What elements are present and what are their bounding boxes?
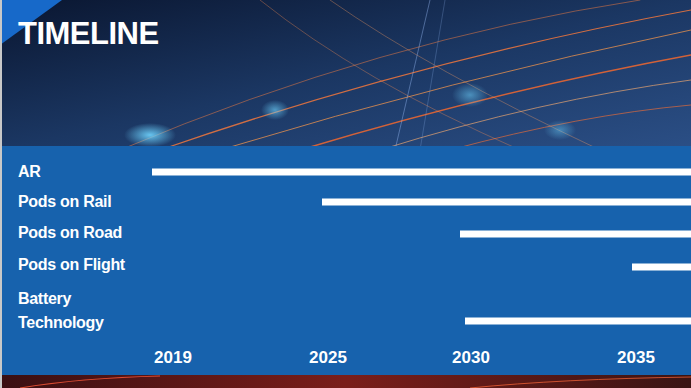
footer-strip — [0, 375, 691, 388]
row-label: Pods on Flight — [18, 255, 125, 275]
year-label: 2030 — [431, 348, 511, 368]
timeline-bars — [152, 169, 691, 325]
timeline-bar — [460, 231, 691, 238]
light-streaks — [120, 0, 691, 150]
footer-streaks — [20, 376, 691, 388]
glow-spot — [452, 83, 488, 107]
chart-title: TIMELINE — [18, 16, 159, 52]
header-image — [0, 0, 691, 150]
timeline-panel — [0, 146, 691, 375]
row-label: Battery Technology — [18, 287, 128, 335]
timeline-bar — [152, 169, 691, 176]
row-label: Pods on Rail — [18, 192, 111, 212]
year-label: 2035 — [596, 348, 676, 368]
glow-spot — [261, 100, 289, 120]
left-border — [0, 0, 2, 388]
row-label: AR — [18, 162, 41, 182]
glow-spot — [544, 120, 576, 140]
glow-spot — [124, 123, 176, 147]
timeline-bar — [632, 264, 691, 271]
year-label: 2019 — [133, 348, 213, 368]
year-label: 2025 — [288, 348, 368, 368]
timeline-bar — [322, 199, 691, 206]
row-label: Pods on Road — [18, 223, 122, 243]
timeline-bar — [465, 318, 691, 325]
